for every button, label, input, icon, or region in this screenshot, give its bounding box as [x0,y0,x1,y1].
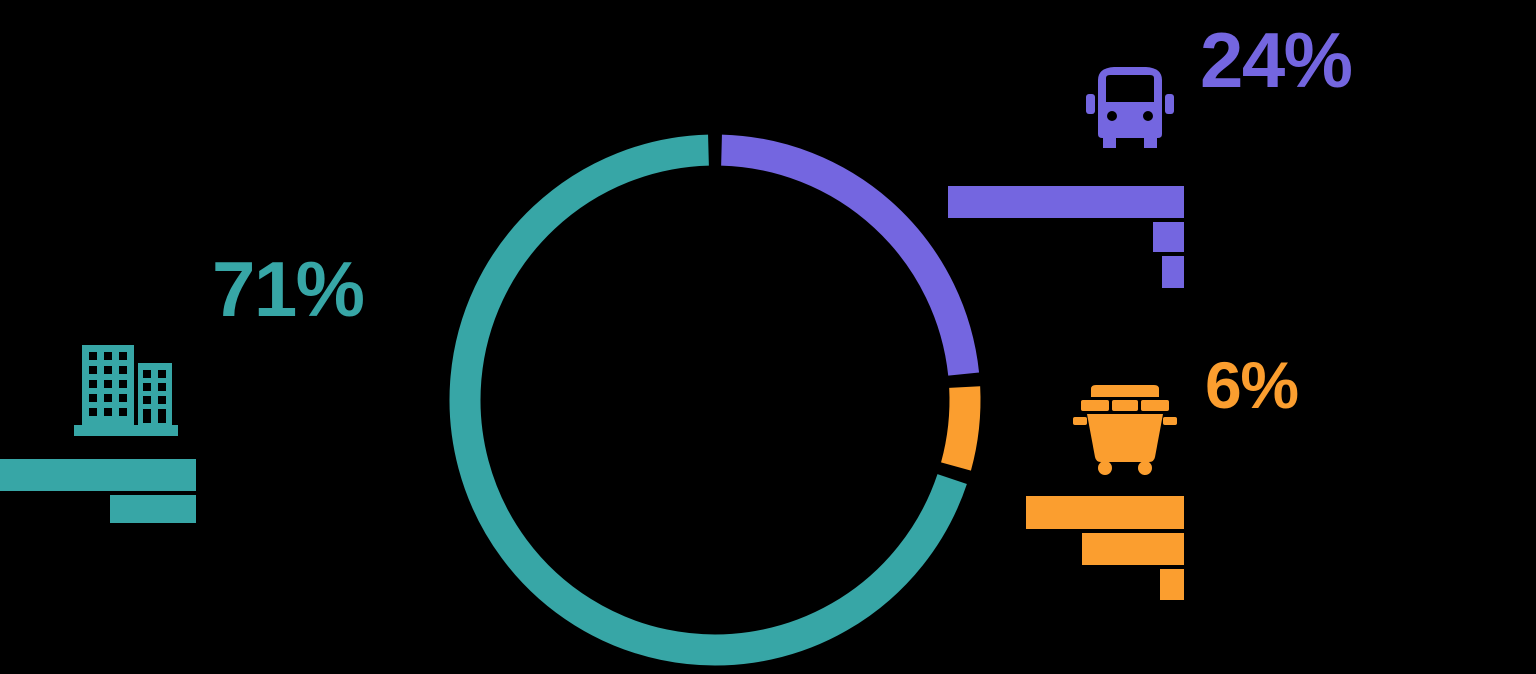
donut-slice-buildings[interactable] [449,134,967,666]
bar [948,186,1184,218]
bar-stack-transit [948,186,1184,288]
bar [1082,533,1184,565]
donut-chart-svg [449,134,981,666]
bar [1160,569,1184,600]
donut-slice-waste[interactable] [940,386,981,471]
bar-stack-waste [1026,496,1184,600]
bar [1153,222,1184,252]
percent-label-transit: 24% [1200,16,1353,104]
office-buildings-icon [70,337,182,442]
donut-slice-transit[interactable] [721,134,980,376]
dumpster-icon [1073,383,1177,480]
bar [1026,496,1184,529]
bus-icon [1084,58,1176,155]
bar [0,459,196,491]
percent-label-waste: 6% [1205,348,1299,422]
bar [110,495,196,523]
bar-stack-buildings [0,459,196,523]
donut-chart [440,125,990,674]
percent-label-buildings: 71% [212,245,365,333]
bar [1162,256,1184,288]
